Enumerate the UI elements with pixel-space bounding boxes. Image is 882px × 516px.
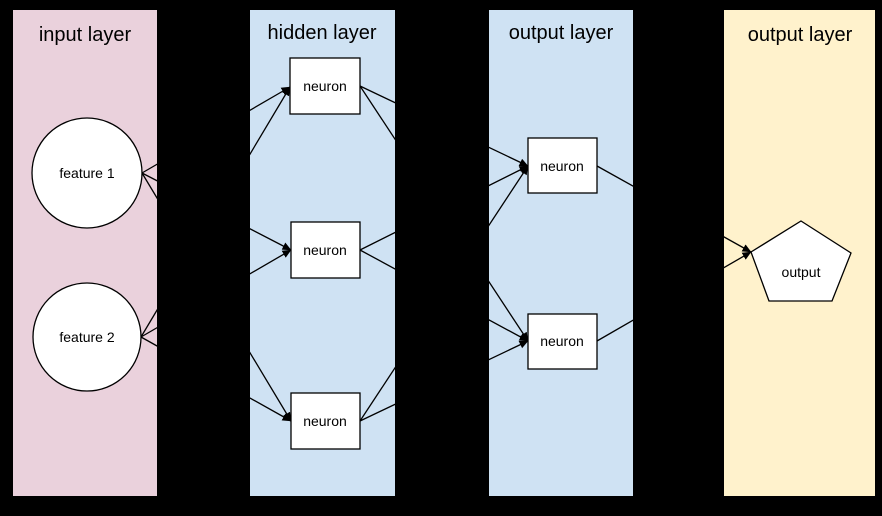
- node-label-hidden2-neuron-2: neuron: [540, 333, 584, 349]
- connection-line: [141, 86, 291, 174]
- node-hidden2-neuron-2: [527, 313, 598, 370]
- layer-title-input: input layer: [39, 24, 132, 46]
- node-hidden1-neuron-3: [290, 392, 361, 450]
- node-label-feature-1: feature 1: [59, 165, 114, 181]
- node-feature-1: [31, 117, 143, 229]
- connection-line: [359, 165, 529, 422]
- node-hidden1-neuron-1: [289, 57, 361, 115]
- node-label-hidden1-neuron-1: neuron: [303, 78, 347, 94]
- connection-line: [596, 251, 752, 342]
- connections: [140, 85, 752, 422]
- connection-line: [141, 172, 292, 422]
- connection-line: [359, 85, 529, 167]
- layer-title-hidden-1: hidden layer: [268, 22, 377, 44]
- connection-line: [596, 165, 752, 253]
- layer-column-input: [13, 10, 157, 496]
- node-feature-2: [32, 282, 142, 392]
- layer-title-hidden-2: output layer: [509, 22, 614, 44]
- connection-line: [359, 85, 529, 342]
- connection-line: [140, 336, 292, 422]
- node-output: [750, 220, 852, 302]
- connection-line: [140, 249, 292, 338]
- node-label-hidden2-neuron-1: neuron: [540, 158, 584, 174]
- connection-line: [359, 340, 529, 422]
- node-label-hidden1-neuron-2: neuron: [303, 242, 347, 258]
- node-label-output: output: [782, 264, 821, 280]
- connection-line: [359, 249, 529, 342]
- layer-column-hidden-2: [489, 10, 633, 496]
- node-hidden1-neuron-2: [290, 221, 361, 279]
- node-label-hidden1-neuron-3: neuron: [303, 413, 347, 429]
- layer-title-output: output layer: [748, 24, 853, 46]
- connection-line: [140, 86, 291, 338]
- node-hidden2-neuron-1: [527, 137, 598, 194]
- connection-line: [359, 165, 529, 251]
- node-label-feature-2: feature 2: [59, 329, 114, 345]
